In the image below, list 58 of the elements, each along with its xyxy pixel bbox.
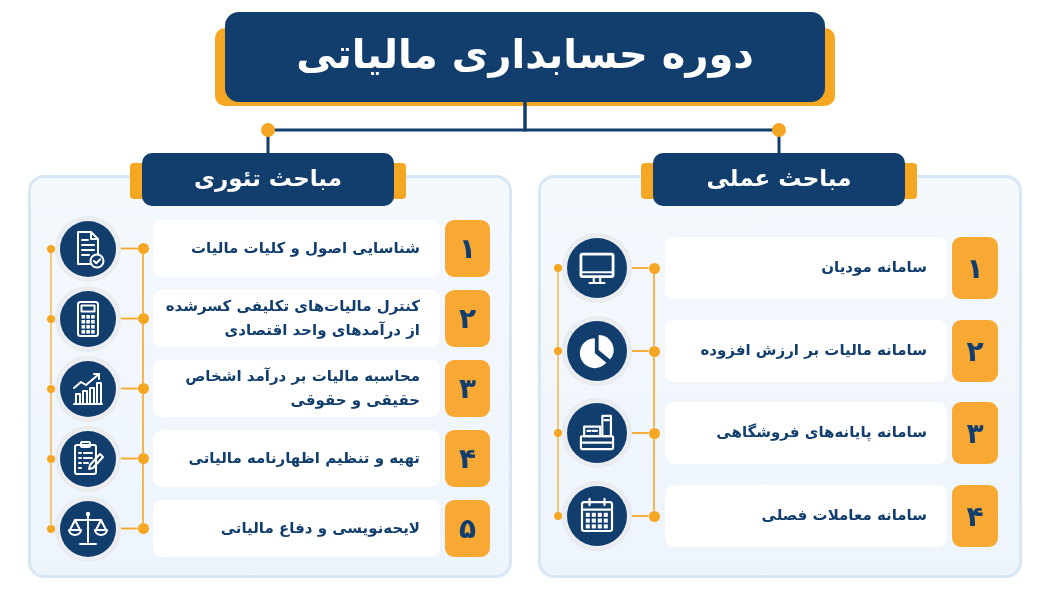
timeline-line <box>653 272 655 347</box>
topic-card: کنترل مالیات‌های تکلیفی کسرشده از درآمدهای واحد اقتصادی <box>153 290 440 347</box>
timeline-line <box>50 251 52 316</box>
topic-card: شناسایی اصول و کلیات مالیات <box>153 220 440 277</box>
timeline-line <box>50 321 52 386</box>
number-tile: ۴ <box>445 430 490 487</box>
timeline-line <box>653 437 655 512</box>
section-header: مباحث تئوری <box>142 153 394 206</box>
topic-card: محاسبه مالیات بر درآمد اشخاص حقیقی و حقوقی <box>153 360 440 417</box>
timeline-line <box>631 432 650 434</box>
timeline-line <box>631 350 650 352</box>
number-tile: ۴ <box>952 485 998 547</box>
timeline-line <box>631 267 650 269</box>
timeline-line <box>557 354 559 430</box>
junction-dot <box>137 243 149 254</box>
number-tile: ۲ <box>952 320 998 382</box>
junction-dot <box>554 264 562 272</box>
connector-line <box>266 102 527 153</box>
junction-dot <box>648 262 660 274</box>
title-banner: دوره حسابداری مالیاتی <box>225 12 825 102</box>
timeline-line <box>50 391 52 456</box>
number-tile: ۳ <box>445 360 490 417</box>
junction-dot <box>554 512 562 520</box>
timeline-line <box>142 463 144 524</box>
topic-card: سامانه معاملات فصلی <box>665 485 947 547</box>
timeline-line <box>50 461 52 526</box>
topic-card: تهیه و تنظیم اظهارنامه مالیاتی <box>153 430 440 487</box>
topic-card: سامانه مالیات بر ارزش افزوده <box>665 320 947 382</box>
junction-dot <box>648 345 660 357</box>
timeline-line <box>142 393 144 454</box>
timeline-line <box>653 355 655 429</box>
junction-dot <box>137 453 149 464</box>
timeline-line <box>142 323 144 384</box>
timeline-line <box>631 515 650 517</box>
timeline-line <box>557 271 559 348</box>
junction-dot <box>648 510 660 522</box>
junction-dot <box>47 524 55 533</box>
junction-dot <box>137 523 149 534</box>
junction-dot <box>137 383 149 394</box>
section-header: مباحث عملی <box>653 153 905 206</box>
topic-card: لایحه‌نویسی و دفاع مالیاتی <box>153 500 440 557</box>
junction-dot <box>137 313 149 324</box>
junction-dot <box>648 427 660 439</box>
junction-dot <box>47 454 55 463</box>
number-tile: ۲ <box>445 290 490 347</box>
junction-dot <box>47 244 55 253</box>
junction-dot <box>554 429 562 437</box>
topic-card: سامانه پایانه‌های فروشگاهی <box>665 402 947 464</box>
timeline-line <box>142 253 144 314</box>
junction-dot <box>47 314 55 323</box>
timeline-line <box>557 436 559 513</box>
junction-dot <box>554 347 562 355</box>
number-tile: ۱ <box>445 220 490 277</box>
topic-card: سامانه مودیان <box>665 237 947 299</box>
number-tile: ۵ <box>445 500 490 557</box>
number-tile: ۳ <box>952 402 998 464</box>
number-tile: ۱ <box>952 237 998 299</box>
junction-dot <box>47 384 55 393</box>
